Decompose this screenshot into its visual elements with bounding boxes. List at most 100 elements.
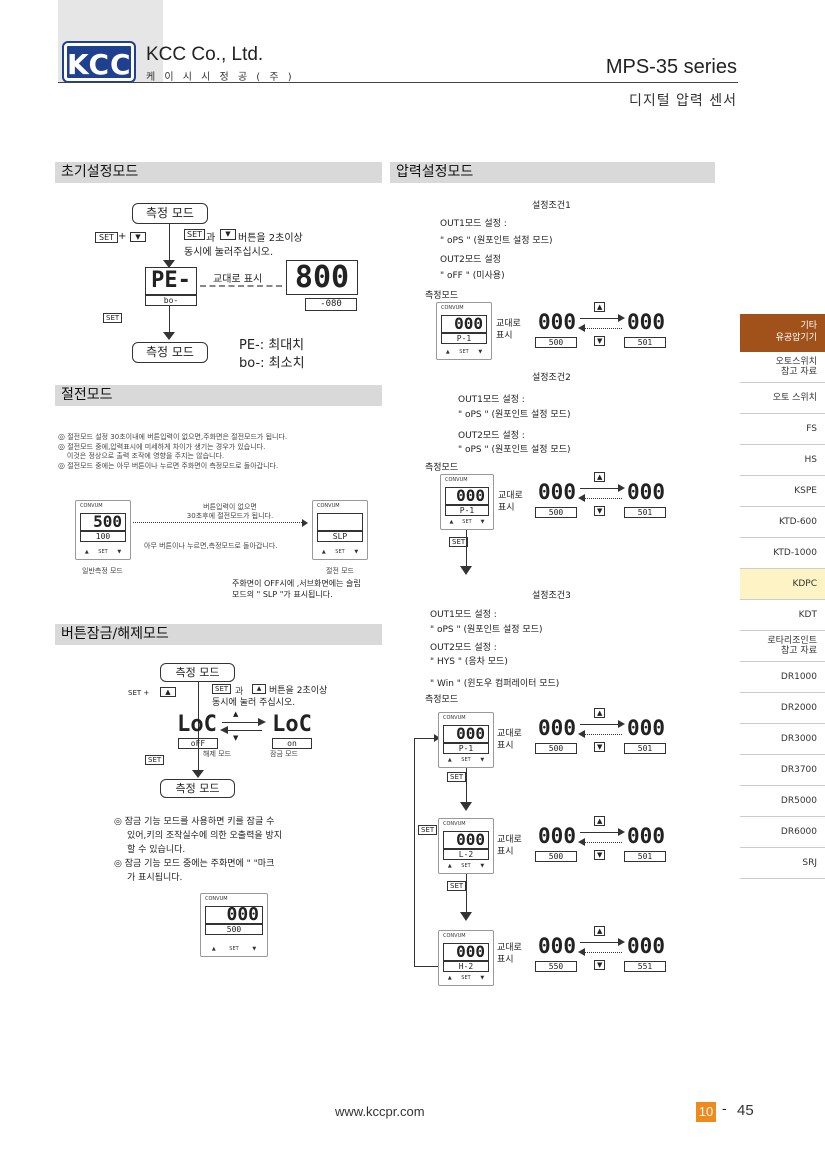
sidebar-item[interactable]: DR1000 <box>740 662 825 693</box>
arrow-line <box>580 724 622 725</box>
footer-url[interactable]: www.kccpr.com <box>335 1104 425 1119</box>
normal-mode-label: 일반측정 모드 <box>82 567 123 575</box>
sidebar-item[interactable]: DR5000 <box>740 786 825 817</box>
page-dash: - <box>722 1102 727 1117</box>
arrow-left-icon <box>220 726 228 734</box>
alt-label: 교대로 <box>496 319 521 329</box>
sidebar-active[interactable]: 기타 유공압기기 <box>740 314 825 352</box>
down-key-icon: ▼ <box>594 960 606 970</box>
sidebar-item[interactable]: KDPC <box>740 569 825 600</box>
flow-line <box>466 874 467 916</box>
arrow-right-icon <box>618 938 625 946</box>
sidebar-item[interactable]: HS <box>740 445 825 476</box>
alt-label: 표시 <box>496 331 513 341</box>
sidebar-item[interactable]: DR2000 <box>740 693 825 724</box>
device-main: 000 <box>205 906 263 924</box>
sidebar-item[interactable]: KDT <box>740 600 825 631</box>
power-save-notes: ◎ 절전모드 설정 30초이내에 버튼입력이 없으면,주화면은 절전모드가 됩니… <box>58 432 288 470</box>
note: 있어,키의 조작실수에 의한 오출력을 방지 <box>127 831 283 841</box>
cond1-title: 설정조건1 <box>532 201 571 211</box>
alt-label: 표시 <box>498 503 515 513</box>
set-key: SET <box>212 684 232 694</box>
set-key: SET <box>95 232 119 243</box>
arrow-line <box>580 498 622 499</box>
device-main: 000 <box>443 831 489 849</box>
cond3-out2: OUT2모드 설정 : <box>430 643 497 653</box>
cond3-out1: OUT1모드 설정 : <box>430 610 497 620</box>
arrow-left-icon <box>578 494 585 502</box>
sidebar-item[interactable]: FS <box>740 414 825 445</box>
measure-mode-box: 측정 모드 <box>160 663 235 682</box>
seg-500: 500 <box>535 851 577 862</box>
sidebar-item[interactable]: 로타리조인트 참고 자료 <box>740 631 825 662</box>
device-l2: CONVUM 000 L-2 ▲SET▼ <box>438 818 494 874</box>
sidebar-active-label: 기타 <box>800 321 817 331</box>
hand-set-icon: SET <box>418 825 438 835</box>
back-text: 아무 버튼이나 누르면,측정모드로 돌아갑니다. <box>144 542 278 550</box>
cond2-out2-val: " oPS " (원포인트 설정 모드) <box>458 445 571 455</box>
seg-000: 000 <box>627 716 665 740</box>
cond2-out1-val: " oPS " (원포인트 설정 모드) <box>458 410 571 420</box>
arrow-down-icon <box>460 912 472 921</box>
hand-set-icon: SET <box>447 772 467 782</box>
instruction-text: 동시에 눌러 주십시오. <box>212 698 296 708</box>
arrow-right-icon <box>618 314 625 322</box>
foot-note: 모드의 " SLP "가 표시됩니다. <box>232 590 333 599</box>
sidebar-item[interactable]: DR6000 <box>740 817 825 848</box>
device-p1: CONVUM 000 P-1 ▲SET▼ <box>438 712 494 768</box>
lcd-off: oFF <box>178 738 218 749</box>
sidebar-item[interactable]: 오토 스위치 <box>740 383 825 414</box>
arrow-left-icon <box>578 324 585 332</box>
sidebar-item[interactable]: KTD-600 <box>740 507 825 538</box>
device-p1: CONVUM 000 P-1 ▲SET▼ <box>436 302 492 360</box>
measure-mode-label: 측정모드 <box>425 463 459 473</box>
dotted-arrow <box>133 522 306 523</box>
cond3-title: 설정조건3 <box>532 591 571 601</box>
up-key-icon: ▲ <box>594 926 606 936</box>
device-normal: CONVUM 500 100 ▲SET▼ <box>75 500 131 560</box>
page-number: 45 <box>737 1102 754 1119</box>
legend-bo: bo-: 최소치 <box>239 356 305 371</box>
device-main: 000 <box>445 487 489 505</box>
lock-mode-label: 잠금 모드 <box>270 750 298 758</box>
sidebar-item[interactable]: DR3000 <box>740 724 825 755</box>
sidebar-item[interactable]: KSPE <box>740 476 825 507</box>
instruction-text: 과 <box>235 687 244 697</box>
up-key-icon: ▲ <box>594 816 606 826</box>
sidebar-item[interactable]: DR3700 <box>740 755 825 786</box>
down-key-icon: ▼ <box>220 229 236 240</box>
series-title: MPS-35 series <box>605 56 737 78</box>
sidebar-item[interactable]: SRJ <box>740 848 825 879</box>
lcd-bo: bo- <box>145 295 197 306</box>
alt-label: 표시 <box>497 955 514 965</box>
down-key-icon: ▼ <box>233 734 239 742</box>
legend-pe: PE-: 최대치 <box>239 338 305 353</box>
up-key-icon: ▲ <box>252 684 266 694</box>
cond2-out1: OUT1모드 설정 : <box>458 395 525 405</box>
arrow-down-icon <box>192 770 204 778</box>
seg-551: 551 <box>624 961 666 972</box>
arrow-right-icon <box>618 720 625 728</box>
device-main: 000 <box>443 725 489 743</box>
sidebar-item[interactable]: KTD-1000 <box>740 538 825 569</box>
foot-note: 주화면이 OFF시에 ,서브화면에는 슬립 <box>232 579 361 588</box>
plus-sign: + <box>118 231 127 242</box>
arrow-line <box>222 730 262 731</box>
note: 잠금 기능 모드 중에는 주화면에 " "마크 <box>124 859 275 869</box>
section-lock: 버튼잠금/해제모드 <box>55 624 382 645</box>
alt-label: 교대로 <box>497 835 522 845</box>
arrow-line <box>580 952 622 953</box>
alt-label: 교대로 <box>497 729 522 739</box>
down-key-icon: ▼ <box>594 506 606 516</box>
measure-mode-box: 측정 모드 <box>132 203 208 224</box>
device-sub: H-2 <box>443 961 489 972</box>
chapter-badge: 10 <box>696 1102 716 1122</box>
arrow-line <box>580 734 622 735</box>
alt-label: 표시 <box>497 741 514 751</box>
seg-500: 500 <box>535 337 577 348</box>
device-sub: 500 <box>205 924 263 935</box>
sidebar-item[interactable]: 오토스위치 참고 자료 <box>740 352 825 383</box>
arrow-line <box>222 722 262 723</box>
seg-501: 501 <box>624 743 666 754</box>
company-subname: 케 이 시 시 정 공 ( 주 ) <box>146 72 295 83</box>
